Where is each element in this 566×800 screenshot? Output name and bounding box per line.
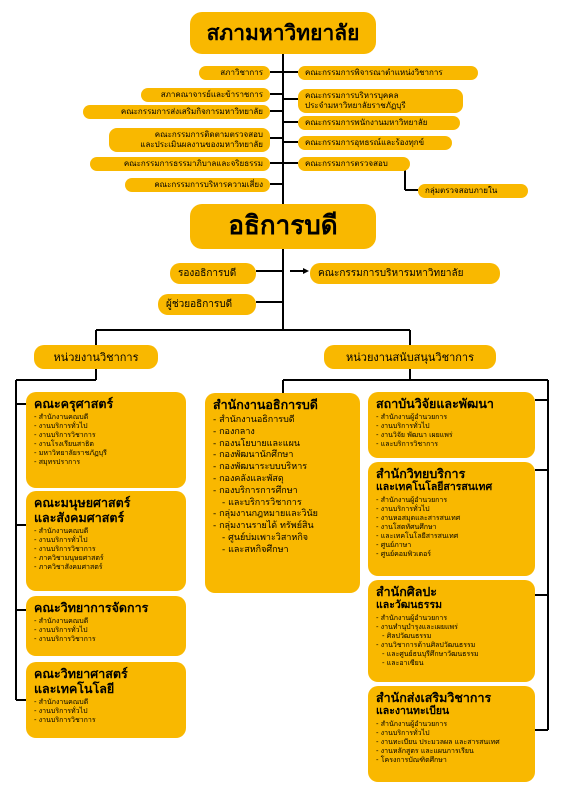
list-item: กลุ่มงานกฎหมายและวินัย xyxy=(213,509,352,521)
list-item: สมุทรปราการ xyxy=(34,458,178,467)
list-item: และเทคโนโลยีสารสนเทศ xyxy=(376,532,527,541)
list-item: งานบริการทั่วไป xyxy=(376,729,527,738)
list-item: งานวิจัย พัฒนา เผยแพร่ xyxy=(376,431,527,440)
academic-position-committee-pill: คณะกรรมการพิจารณาตำแหน่งวิชาการ xyxy=(298,66,478,80)
list-item: ศูนย์บ่มเพาะวิสาหกิจ xyxy=(213,533,352,545)
list-item: กองบริการการศึกษา xyxy=(213,486,352,498)
list-item: กองพัฒนานักศึกษา xyxy=(213,450,352,462)
list-item: โครงการบัณฑิตศึกษา xyxy=(376,756,527,765)
list-item: งานบริการทั่วไป xyxy=(34,626,178,635)
list-item: และศูนย์ธนบุรีศึกษาวัฒนธรรม xyxy=(376,650,527,659)
unit-title: คณะวิทยาศาสตร์ และเทคโนโลยี xyxy=(34,666,128,696)
list-item: สำนักงานผู้อำนวยการ xyxy=(376,614,527,623)
list-item: และอาเซียน xyxy=(376,659,527,668)
list-item: และบริการวิชาการ xyxy=(376,440,527,449)
monitoring-committee-pill: คณะกรรมการติดตามตรวจสอบ และประเมินผลงานข… xyxy=(109,128,270,152)
unit-title: คณะมนุษยศาสตร์ และสังคมศาสตร์ xyxy=(34,495,131,525)
list-item: งานทำนุบำรุงและเผยแพร่ xyxy=(376,623,527,632)
list-item: สำนักงานผู้อำนวยการ xyxy=(376,413,527,422)
list-item: ภาควิชามนุษยศาสตร์ xyxy=(34,554,178,563)
vice-president-pill: รองอธิการบดี xyxy=(170,263,256,284)
list-item: สำนักงานคณบดี xyxy=(34,527,178,536)
faculty-council-pill: สภาคณาจารย์และข้าราชการ xyxy=(141,88,270,102)
list-item: กลุ่มงานรายได้ ทรัพย์สิน xyxy=(213,521,352,533)
list-item: งานบริการทั่วไป xyxy=(34,707,178,716)
list-item: กองนโยบายและแผน xyxy=(213,439,352,451)
list-item: สำนักงานคณบดี xyxy=(34,617,178,626)
president-box: อธิการบดี xyxy=(190,204,376,249)
list-item: ศูนย์คอมพิวเตอร์ xyxy=(376,550,527,559)
audit-committee-pill: คณะกรรมการตรวจสอบ xyxy=(298,157,410,171)
list-item: งานบริการทั่วไป xyxy=(376,505,527,514)
unit-title: สำนักส่งเสริมวิชาการ xyxy=(376,690,492,705)
list-item: งานโสตทัศนศึกษา xyxy=(376,523,527,532)
list-item: สำนักงานอธิการบดี xyxy=(213,415,352,427)
list-item: งานบริการวิชาการ xyxy=(34,716,178,725)
list-item: และสหกิจศึกษา xyxy=(213,545,352,557)
list-item: งานบริการทั่วไป xyxy=(376,422,527,431)
list-item: กองพัฒนาระบบบริหาร xyxy=(213,462,352,474)
list-item: งานบริการวิชาการ xyxy=(34,545,178,554)
list-item: งานโรงเรียนสาธิต xyxy=(34,440,178,449)
list-item: งานบริการวิชาการ xyxy=(34,635,178,644)
list-item: งานบริการทั่วไป xyxy=(34,536,178,545)
unit-title: คณะวิทยาการจัดการ xyxy=(34,600,149,615)
academic-promotion-box: สำนักส่งเสริมวิชาการ และงานทะเบียน สำนัก… xyxy=(368,686,535,782)
list-item: กองคลังและพัสดุ xyxy=(213,474,352,486)
university-council-box: สภามหาวิทยาลัย xyxy=(190,12,376,54)
unit-title: คณะครุศาสตร์ xyxy=(34,396,114,411)
assistant-president-pill: ผู้ช่วยอธิการบดี xyxy=(158,294,256,315)
support-units-label: หน่วยงานสนับสนุนวิชาการ xyxy=(324,345,496,369)
arts-culture-box: สำนักศิลปะ และวัฒนธรรม สำนักงานผู้อำนวยก… xyxy=(368,580,535,682)
list-item: งานหอสมุดและสารสนเทศ xyxy=(376,514,527,523)
faculty-humanities-box: คณะมนุษยศาสตร์ และสังคมศาสตร์ สำนักงานคณ… xyxy=(26,491,186,591)
list-item: งานทะเบียน ประมวลผล และสารสนเทศ xyxy=(376,738,527,747)
list-item: และบริการวิชาการ xyxy=(213,498,352,510)
unit-subtitle: และงานทะเบียน xyxy=(376,705,450,717)
list-item: สำนักงานผู้อำนวยการ xyxy=(376,720,527,729)
list-item: สำนักงานผู้อำนวยการ xyxy=(376,496,527,505)
academic-units-label: หน่วยงานวิชาการ xyxy=(34,345,158,369)
list-item: งานบริการวิชาการ xyxy=(34,431,178,440)
personnel-committee-pill: คณะกรรมการบริหารบุคคล ประจำมหาวิทยาลัยรา… xyxy=(298,89,463,113)
employee-committee-pill: คณะกรรมการพนักงานมหาวิทยาลัย xyxy=(298,116,460,130)
internal-audit-group-pill: กลุ่มตรวจสอบภายใน xyxy=(418,184,528,198)
faculty-management-box: คณะวิทยาการจัดการ สำนักงานคณบดี งานบริกา… xyxy=(26,596,186,656)
unit-subtitle: และวัฒนธรรม xyxy=(376,599,443,611)
president-office-box: สำนักงานอธิการบดี สำนักงานอธิการบดี กองก… xyxy=(205,393,360,593)
list-item: มหาวิทยาลัยราชภัฏบุรี xyxy=(34,449,178,458)
list-item: กองกลาง xyxy=(213,427,352,439)
exec-committee-pill: คณะกรรมการบริหารมหาวิทยาลัย xyxy=(310,263,500,284)
list-item: ศิลปวัฒนธรรม xyxy=(376,632,527,641)
unit-subtitle: และเทคโนโลยีสารสนเทศ xyxy=(376,481,493,493)
list-item: ภาควิชาสังคมศาสตร์ xyxy=(34,563,178,572)
list-item: สำนักงานคณบดี xyxy=(34,698,178,707)
list-item: ศูนย์ภาษา xyxy=(376,541,527,550)
risk-committee-pill: คณะกรรมการบริหารความเสี่ยง xyxy=(125,178,270,192)
research-institute-box: สถาบันวิจัยและพัฒนา สำนักงานผู้อำนวยการ … xyxy=(368,392,535,458)
academic-resources-box: สำนักวิทยบริการ และเทคโนโลยีสารสนเทศ สำน… xyxy=(368,462,535,576)
promotion-committee-pill: คณะกรรมการส่งเสริมกิจการมหาวิทยาลัย xyxy=(83,105,270,119)
list-item: งานวิชาการด้านศิลปวัฒนธรรม xyxy=(376,641,527,650)
academic-senate-pill: สภาวิชาการ xyxy=(199,66,270,80)
list-item: งานหลักสูตร และแผนการเรียน xyxy=(376,747,527,756)
unit-title: สำนักศิลปะ xyxy=(376,584,438,599)
list-item: สำนักงานคณบดี xyxy=(34,413,178,422)
unit-title: สำนักวิทยบริการ xyxy=(376,466,466,481)
faculty-science-box: คณะวิทยาศาสตร์ และเทคโนโลยี สำนักงานคณบด… xyxy=(26,662,186,738)
list-item: งานบริการทั่วไป xyxy=(34,422,178,431)
unit-title: สถาบันวิจัยและพัฒนา xyxy=(376,396,494,411)
arrow-head-icon xyxy=(303,268,309,274)
governance-committee-pill: คณะกรรมการธรรมาภิบาลและจริยธรรม xyxy=(90,157,270,171)
faculty-education-box: คณะครุศาสตร์ สำนักงานคณบดี งานบริการทั่ว… xyxy=(26,392,186,488)
appeal-committee-pill: คณะกรรมการอุทธรณ์และร้องทุกข์ xyxy=(298,136,452,150)
unit-title: สำนักงานอธิการบดี xyxy=(213,397,318,412)
